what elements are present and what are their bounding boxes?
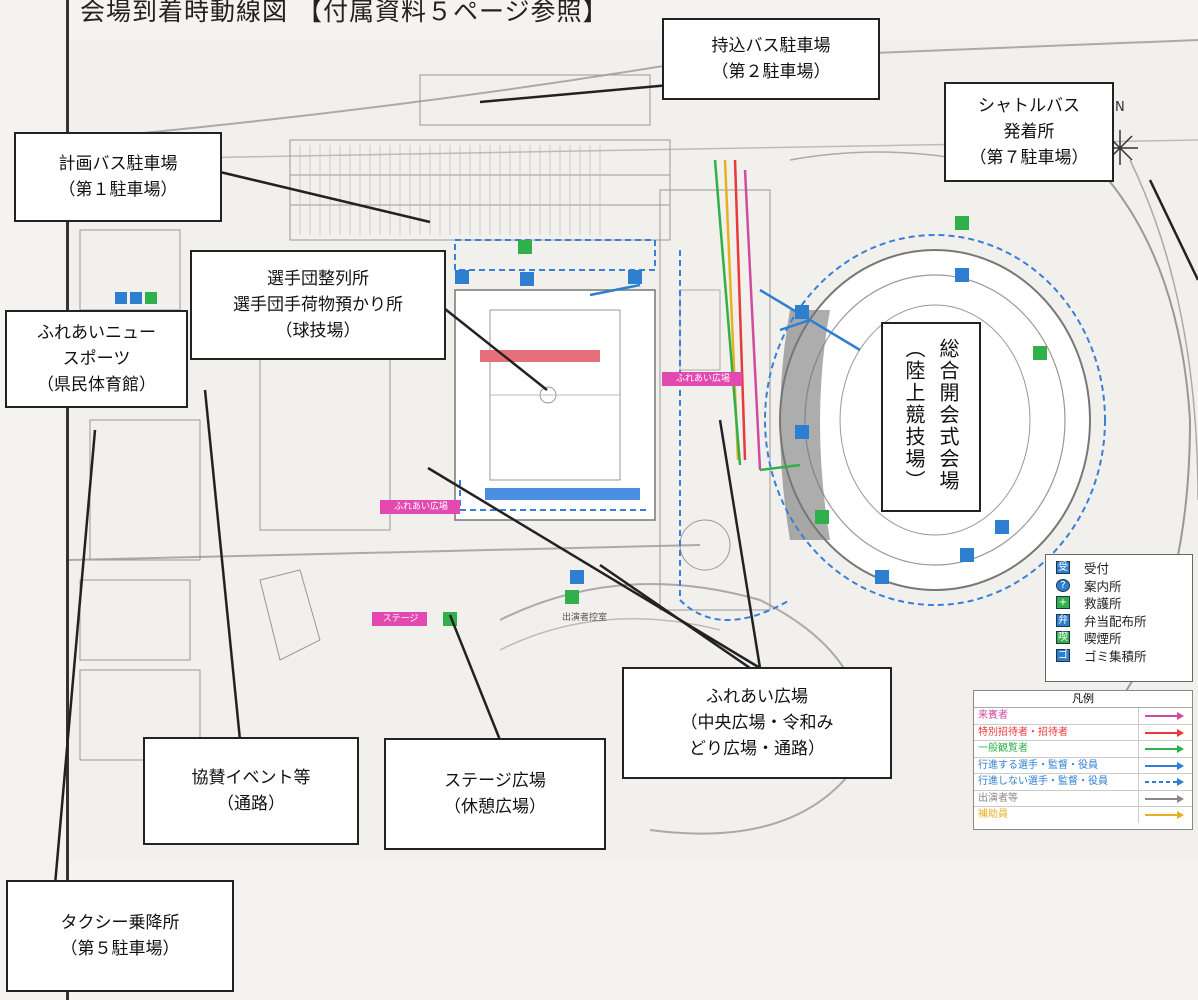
legend-item-lunch: 弁弁当配布所 <box>1056 613 1147 629</box>
callout-stage-hiroba: ステージ広場（休憩広場） <box>384 738 606 850</box>
callout-sogo-kaikai-main: 総合開会式会場 <box>936 338 960 492</box>
route-legend-row: 行進しない選手・監督・役員 <box>974 774 1192 791</box>
route-legend-row: 一般観覧者 <box>974 741 1192 758</box>
callout-mochikomi-bus: 持込バス駐車場（第２駐車場） <box>662 18 880 100</box>
callout-taxi: タクシー乗降所（第５駐車場） <box>6 880 234 992</box>
legend-item-smoking: 喫喫煙所 <box>1056 631 1122 647</box>
smoking-icon: 喫 <box>1056 631 1070 645</box>
reception-icon: 受 <box>1056 561 1070 575</box>
callout-shuttle-bus: シャトルバス発着所（第７駐車場） <box>944 82 1114 182</box>
first-aid-icon: + <box>1056 596 1070 610</box>
map-pink-label: ふれあい広場 <box>393 502 448 512</box>
legend-item-trash: ゴゴミ集積所 <box>1056 648 1147 664</box>
route-legend-row: 来賓者 <box>974 708 1192 725</box>
callout-keikaku-bus: 計画バス駐車場（第１駐車場） <box>14 132 222 222</box>
route-legend-row: 特別招待者・招待者 <box>974 724 1192 741</box>
frame-border <box>66 0 69 1000</box>
route-legend: 凡例 来賓者 特別招待者・招待者 一般観覧者 行進する選手・監督・役員 行進しな… <box>973 690 1193 830</box>
route-legend-header: 凡例 <box>974 691 1192 708</box>
legend-item-reception: 受受付 <box>1056 561 1110 577</box>
legend-item-info: ?案内所 <box>1056 577 1192 595</box>
trash-icon: ゴ <box>1056 648 1070 662</box>
map-pink-label: ふれあい広場 <box>675 374 730 384</box>
map-pink-label: ステージ <box>382 614 419 624</box>
map-small-label: 出演者控室 <box>562 613 608 623</box>
route-legend-row: 行進する選手・監督・役員 <box>974 757 1192 774</box>
callout-sogo-kaikai-sub: （陸上競技場） <box>902 338 926 492</box>
route-legend-row: 出演者等 <box>974 790 1192 807</box>
callout-sogo-kaikai: 総合開会式会場 （陸上競技場） <box>881 322 981 512</box>
callout-senshudan: 選手団整列所選手団手荷物預かり所（球技場） <box>190 250 446 360</box>
callout-fureai-new-sports: ふれあいニュースポーツ（県民体育館） <box>5 310 188 408</box>
info-icon: ? <box>1056 578 1070 592</box>
callout-kyosan-event: 協賛イベント等（通路） <box>143 737 359 845</box>
facility-legend: 受受付 ?案内所 +救護所 弁弁当配布所 喫喫煙所 ゴゴミ集積所 <box>1045 554 1193 682</box>
compass-north-label: N <box>1115 100 1125 115</box>
page-title: 会場到着時動線図 【付属資料５ページ参照】 <box>80 0 609 26</box>
lunch-icon: 弁 <box>1056 613 1070 627</box>
callout-fureai-hiroba: ふれあい広場（中央広場・令和みどり広場・通路） <box>622 667 892 779</box>
legend-item-first-aid: +救護所 <box>1056 594 1192 612</box>
route-legend-row: 補助員 <box>974 807 1192 823</box>
